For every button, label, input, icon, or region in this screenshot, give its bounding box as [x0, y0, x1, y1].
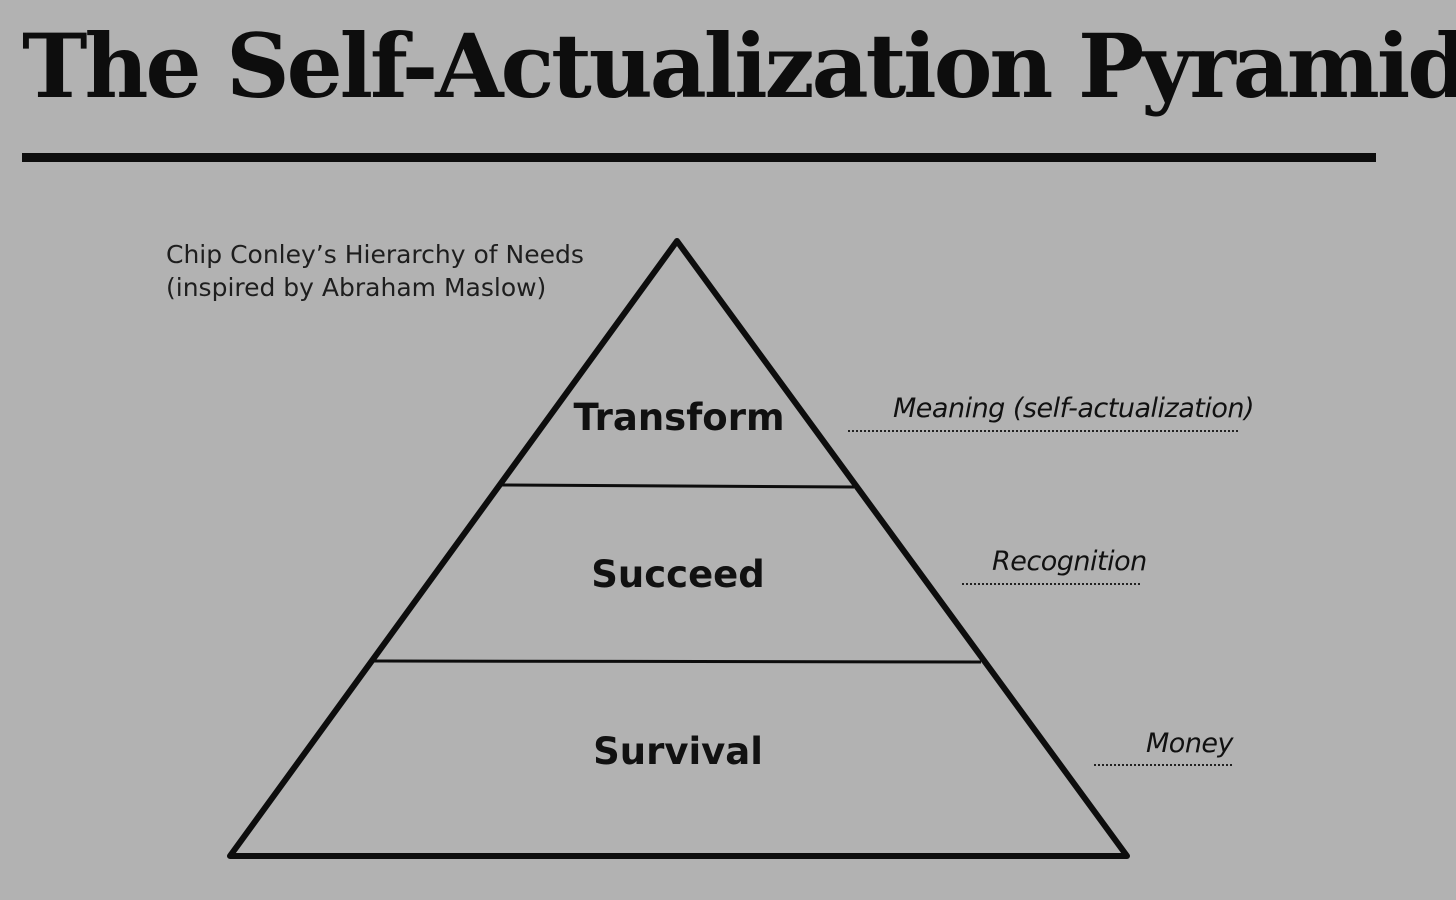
caption-line-2: (inspired by Abraham Maslow) — [166, 273, 547, 302]
tier-divider-lower — [372, 659, 982, 664]
tier-label-succeed: Succeed — [591, 553, 765, 596]
title-underline — [22, 153, 1376, 162]
caption-line-1: Chip Conley’s Hierarchy of Needs — [166, 240, 584, 269]
need-underline-meaning — [848, 430, 1238, 432]
page-title: The Self-Actualization Pyramid — [22, 14, 1456, 118]
pyramid-outline — [227, 238, 1130, 859]
need-underline-recognition — [962, 583, 1140, 585]
tier-label-survival: Survival — [593, 730, 763, 773]
need-underline-money — [1094, 764, 1232, 766]
tier-label-transform: Transform — [573, 396, 784, 439]
pyramid-caption: Chip Conley’s Hierarchy of Needs (inspir… — [166, 238, 584, 304]
need-label-recognition: Recognition — [992, 546, 1147, 577]
need-label-meaning: Meaning (self-actualization) — [893, 393, 1255, 424]
need-label-money: Money — [1146, 728, 1234, 759]
tier-divider-upper — [499, 483, 855, 489]
